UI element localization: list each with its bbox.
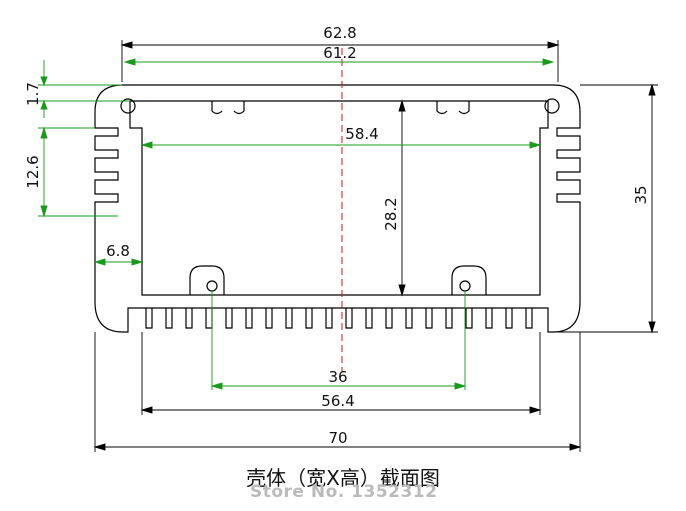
dim-cavity-height: 28.2 <box>382 197 400 230</box>
outer-shell-outline <box>94 84 581 333</box>
dim-slot-spacing: 36 <box>328 368 347 386</box>
dim-total-width: 70 <box>328 429 347 447</box>
dim-bottom-inner-width: 56.4 <box>321 392 354 410</box>
dim-fin-zone-height: 12.6 <box>24 155 42 188</box>
dim-overall-height: 35 <box>632 185 650 204</box>
post-left <box>189 265 225 295</box>
dim-side-depth: 6.8 <box>106 242 130 260</box>
dim-inner-cavity-width: 58.4 <box>345 125 378 143</box>
top-groove-right <box>436 101 470 115</box>
secondary-dimensions <box>38 58 555 390</box>
clip-top-left <box>120 98 136 114</box>
dim-wall-offset: 1.7 <box>24 82 42 106</box>
bottom-fins <box>145 308 533 329</box>
housing-profile <box>94 84 581 333</box>
post-left-hole <box>206 280 218 292</box>
store-watermark: Store No. 1352312 <box>250 482 438 502</box>
clip-top-right <box>544 98 560 114</box>
primary-dimensions <box>93 40 658 452</box>
top-groove-left <box>211 101 245 115</box>
post-right-hole <box>459 280 471 292</box>
inner-cavity-outline <box>129 100 549 296</box>
post-right <box>451 265 487 295</box>
dim-inner-width-top: 61.2 <box>323 44 356 62</box>
drawing-caption: 壳体（宽X高）截面图 <box>246 466 440 490</box>
dim-outer-width: 62.8 <box>323 24 356 42</box>
